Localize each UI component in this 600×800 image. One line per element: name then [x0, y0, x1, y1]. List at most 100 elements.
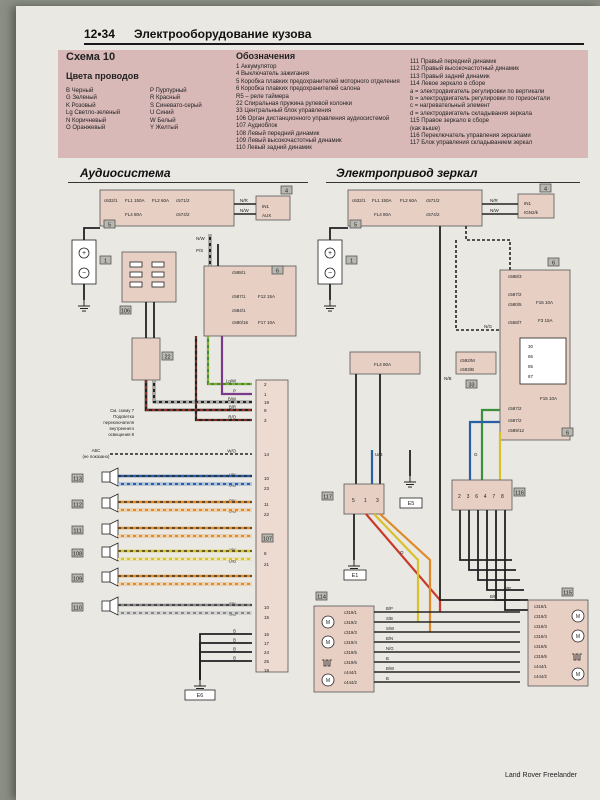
fuse-label: F12 15A	[258, 294, 275, 299]
wire	[455, 240, 500, 331]
wire	[486, 510, 524, 591]
ground-icon	[78, 300, 90, 312]
wire-label: G	[474, 452, 478, 457]
component-number: 4	[544, 186, 547, 192]
component-number-box	[280, 185, 293, 195]
audio-pin-number: 3	[264, 418, 267, 423]
fuse-label: F3 15A	[538, 318, 553, 323]
ground-label-box	[399, 497, 423, 509]
wire-label: N/R	[240, 198, 249, 203]
connector-label: c444/2	[534, 674, 548, 679]
component-number: 106	[121, 308, 130, 314]
wire-label: B/P	[490, 594, 497, 599]
fusebox-5	[99, 189, 235, 227]
speaker-icon	[109, 542, 119, 562]
wire	[199, 633, 252, 680]
fuse-label: c593/B	[460, 367, 474, 372]
ground-icon	[194, 680, 206, 692]
component-number-box	[547, 257, 560, 267]
block-pin: 8	[501, 494, 504, 500]
designation-entry: 1 Аккумулятор	[236, 64, 277, 70]
fuse-label: FL4 80A	[125, 212, 142, 217]
battery-plus-icon	[78, 247, 90, 259]
section-underline	[326, 182, 580, 183]
fuse-label: F17 10A	[258, 320, 275, 325]
fuse-label: c580/16	[232, 320, 249, 325]
audio-pin-number: 21	[264, 562, 270, 567]
wire-label: P	[233, 389, 236, 394]
wire-label: B	[233, 656, 236, 661]
fuse-label: c571/2	[176, 198, 190, 203]
motor-icon: M	[326, 678, 330, 684]
section-audio-title: Аудиосистема	[80, 166, 171, 180]
relay-pin: 87	[528, 374, 534, 379]
wire	[468, 510, 516, 571]
wire-label: R/O	[228, 415, 236, 420]
fuse-label: FL2 60A	[400, 198, 417, 203]
ground-icon	[348, 560, 360, 572]
wire	[153, 380, 252, 403]
audio-pin-number: 19	[264, 400, 270, 405]
motor-icon	[571, 609, 585, 623]
wire-color-entry: O Оранжевый	[66, 125, 106, 131]
connector-label: c319/4	[344, 640, 358, 645]
component-number-box	[561, 587, 574, 597]
component-number-box	[271, 265, 284, 275]
designation-entry: 106 Орган дистанционного управления ауди…	[236, 115, 390, 122]
component-number: 5	[108, 222, 111, 228]
designation-entry: 110 Левый задний динамик	[236, 145, 312, 152]
designation-entry: b = электродвигатель регулировки по гори…	[410, 96, 550, 102]
designations-title: Обозначения	[236, 51, 296, 61]
audio-pin-number: 11	[264, 502, 269, 507]
speaker-icon	[109, 567, 119, 587]
ground-icon	[404, 476, 416, 488]
audio-pin-number: 22	[264, 512, 270, 517]
component-number: 6	[276, 268, 279, 274]
audio-unit-107	[255, 379, 289, 673]
wire-label: O	[400, 550, 404, 555]
speaker-icon	[109, 493, 119, 513]
audio-pin-number: 16	[264, 632, 270, 637]
battery-1-mirror	[317, 239, 343, 285]
fuse-label: c584/1	[232, 308, 246, 313]
speaker-icon	[101, 600, 111, 612]
ignition-switch-4	[255, 195, 291, 221]
component-number: 113	[73, 476, 82, 482]
ground-icon	[324, 300, 336, 312]
wire	[207, 336, 252, 385]
speaker-icon	[109, 596, 119, 616]
motor-icon: M	[576, 634, 580, 640]
wire	[459, 510, 512, 561]
section-underline	[68, 182, 308, 183]
audio-pin-number: 10	[264, 605, 270, 610]
wire-label: B/P	[386, 606, 393, 611]
wire-label: B/R	[229, 405, 236, 410]
fuse-label: c592/M	[460, 358, 475, 363]
control-unit-33	[455, 351, 497, 375]
battery-minus-icon: −	[328, 270, 332, 277]
component-number-box	[103, 219, 116, 229]
fuse-label: c632/1	[104, 198, 118, 203]
block-pin: 3	[376, 498, 379, 504]
motor-icon	[321, 673, 335, 687]
audio-pin-number: 1	[264, 392, 267, 397]
component-number-box	[119, 305, 132, 315]
component-number: 6	[552, 260, 555, 266]
note-text: переключателя	[103, 420, 134, 425]
wire-color-entry: G Зеленый	[66, 95, 97, 102]
wire-label: N/G	[386, 646, 394, 651]
heater-icon	[322, 659, 332, 667]
ground-label: E1	[352, 573, 359, 579]
speaker-icon	[109, 519, 119, 539]
motor-icon: M	[326, 620, 330, 626]
fuse-label: F15 10A	[540, 396, 557, 401]
designation-entry: 108 Левый передний динамик	[236, 130, 320, 137]
wire-label: P/S	[196, 248, 203, 253]
wire-color-entry: K Розовый	[66, 102, 96, 109]
designation-entry: d = электродвигатель складывания зеркала	[410, 110, 533, 117]
designation-entry: 111 Правый передний динамик	[410, 59, 497, 65]
designation-entry: 109 Левый высокочастотный динамик	[236, 138, 342, 144]
clock-spring-22	[131, 337, 161, 381]
battery-minus-icon	[78, 267, 90, 279]
wire-color-entry: Lg Светло-зеленый	[66, 110, 121, 117]
